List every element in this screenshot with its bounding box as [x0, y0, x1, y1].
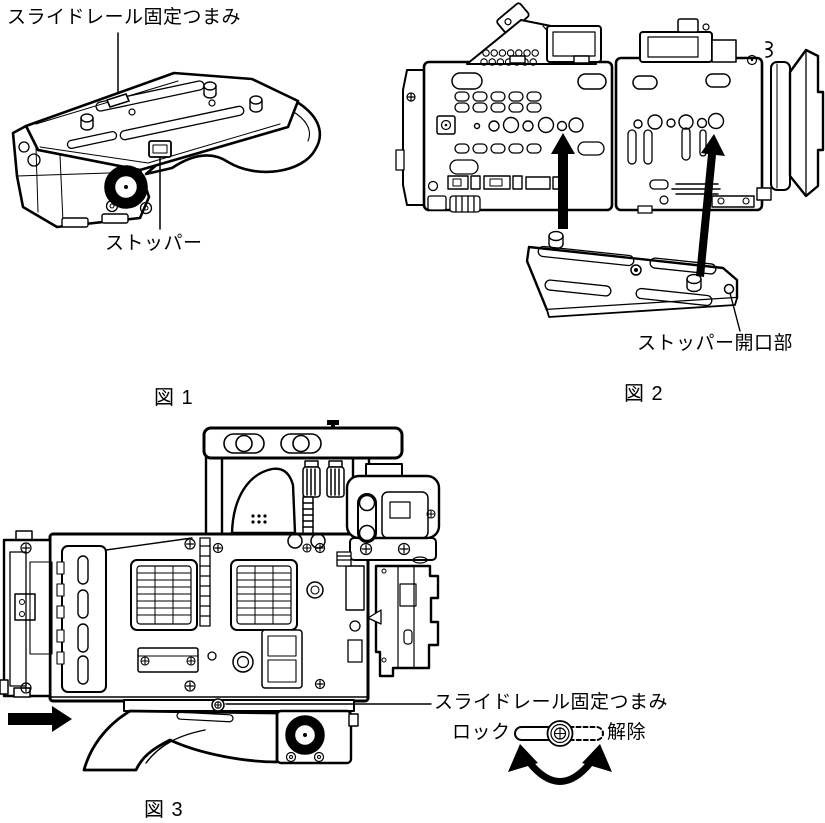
lock-release-knob-diagram: [508, 720, 612, 785]
attach-arrow-right: [696, 134, 725, 277]
connector-panel: [56, 545, 107, 693]
tripod-screw-holes-left: [473, 116, 584, 134]
viewfinder-rail: [302, 460, 345, 536]
slide-plate: [525, 230, 739, 318]
attach-arrow-left: [551, 133, 575, 229]
vent-grille-right: [230, 559, 298, 631]
rotate-arrow: [525, 758, 595, 785]
label-lock: ロック: [452, 722, 511, 743]
mount-post: [80, 81, 263, 131]
caption-fig2: 図 2: [624, 383, 664, 405]
figure3-mounted-camera-illustration: [0, 420, 612, 785]
figure1-shoulder-mount-illustration: [11, 32, 322, 230]
bottom-slot-grid: [449, 91, 605, 175]
stopper-latch: [148, 140, 172, 158]
caption-fig1: 図 1: [154, 387, 194, 409]
slide-rail-fixing-knob-wheel: [104, 165, 148, 209]
vent-grille-left: [130, 559, 198, 631]
tripod-screw-holes-right: [633, 112, 725, 130]
label-release: 解除: [607, 722, 647, 743]
stopper-opening-notch: [723, 283, 735, 295]
body-screws: [20, 538, 326, 694]
camera-body-right-section: [614, 56, 764, 212]
viewfinder-assembly: [336, 474, 441, 567]
mount-knurled-wheel: [285, 715, 325, 755]
label-slide-rail-knob-fig1: スライドレール固定つまみ: [7, 7, 242, 28]
caption-fig3: 図 3: [144, 799, 184, 821]
label-stopper-opening: ストッパー開口部: [637, 333, 794, 354]
label-stopper: ストッパー: [105, 233, 203, 254]
shoulder-mount-base: [82, 699, 359, 772]
microphone-holder: [230, 467, 297, 535]
figure2-camera-bottom-illustration: [395, 2, 825, 332]
slide-rail-fixing-knob: [211, 698, 225, 712]
label-slide-rail-knob-fig3: スライドレール固定つまみ: [434, 692, 669, 713]
lens-mount-blocks: [367, 564, 440, 678]
carry-handle: [202, 420, 404, 460]
rail-clamp-tab: [106, 93, 130, 108]
leader-stopper-opening: [729, 292, 741, 332]
screw-head: [406, 92, 416, 102]
slide-arrow: [8, 706, 72, 732]
